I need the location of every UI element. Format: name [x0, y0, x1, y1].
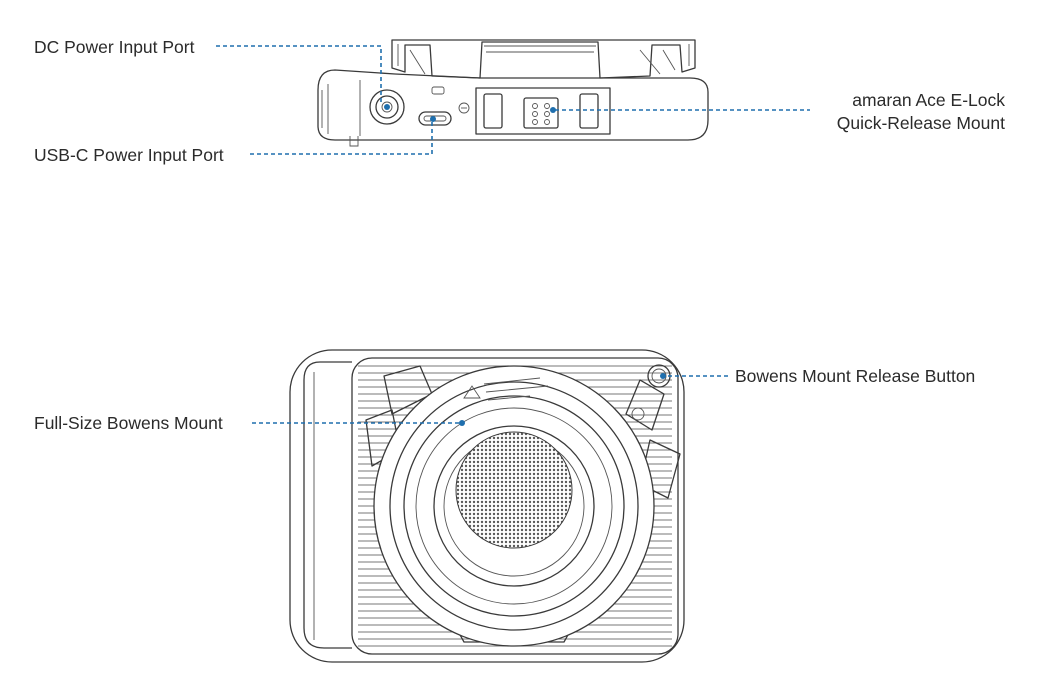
front-view-device — [289, 349, 685, 663]
label-usbc-power-input-port: USB-C Power Input Port — [34, 145, 224, 165]
top-view-device — [317, 39, 709, 147]
label-dc-power-input-port: DC Power Input Port — [34, 37, 195, 57]
label-full-size-bowens-mount: Full-Size Bowens Mount — [34, 413, 223, 433]
label-elock-line1: amaran Ace E-Lock — [852, 90, 1005, 110]
label-elock-line2: Quick-Release Mount — [837, 113, 1005, 133]
label-bowens-release-button: Bowens Mount Release Button — [735, 366, 975, 386]
leader-lines — [216, 45, 810, 426]
